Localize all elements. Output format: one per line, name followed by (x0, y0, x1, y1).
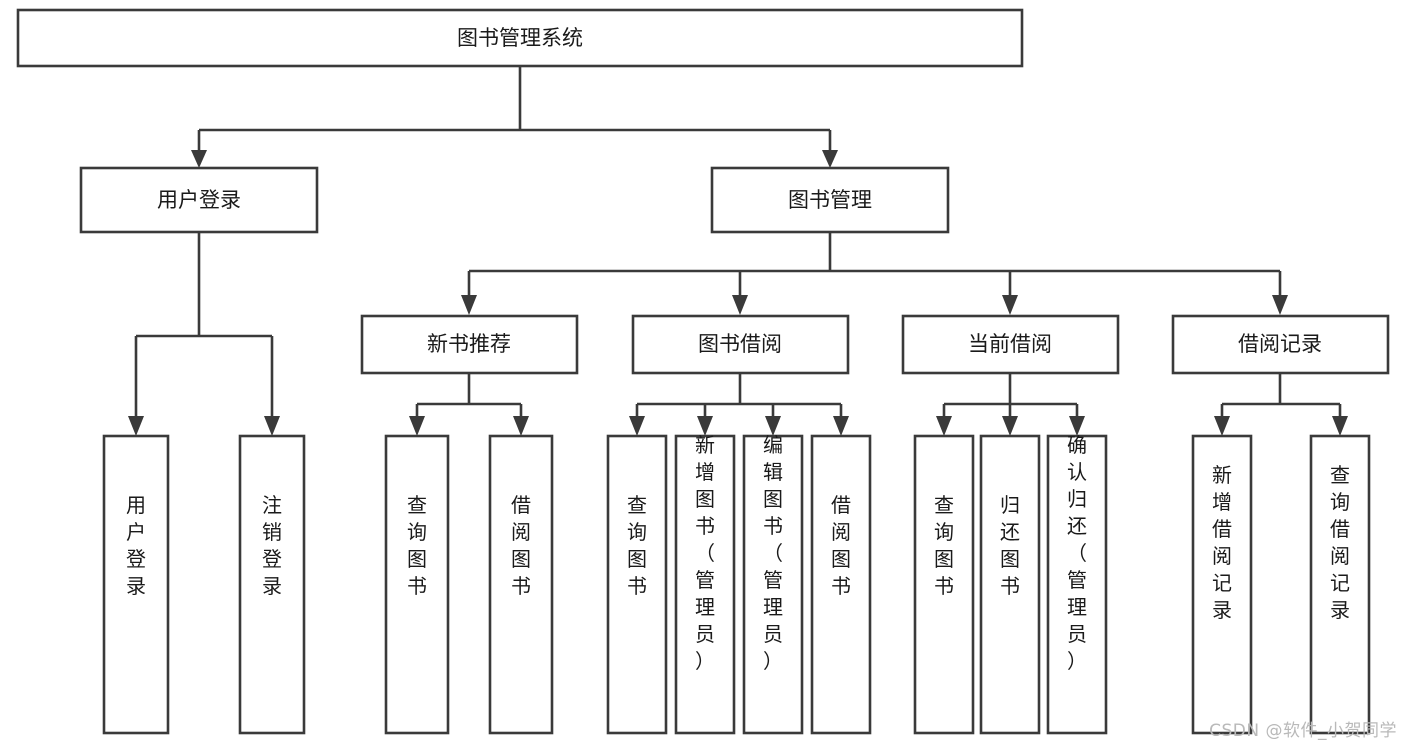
arrow-book-borrow-to-leaf4 (833, 416, 849, 436)
node-current-borrow[interactable]: 当前借阅 (901, 314, 1120, 375)
user-login-label: 用户登录 (157, 188, 241, 212)
leaf-edit-book-box[interactable] (742, 434, 804, 735)
book-borrow-label: 图书借阅 (698, 332, 782, 356)
arrow-root-to-user-login (191, 150, 207, 168)
leaf-user-logout-box[interactable] (238, 434, 306, 735)
leaf-query-book-3-box[interactable] (913, 434, 975, 735)
arrow-book-manage-to-c3 (1002, 295, 1018, 315)
leaf-borrow-book-2-box[interactable] (810, 434, 872, 735)
leaf-confirm-return-label: 确认归还（管理员） (1067, 433, 1087, 673)
node-leaf-return-book[interactable]: 归还图书 (979, 434, 1041, 735)
node-user-login[interactable]: 用户登录 (79, 166, 319, 234)
arrow-user-login-to-leaf2 (264, 416, 280, 436)
leaf-add-book-box[interactable] (674, 434, 736, 735)
leaf-user-login-box[interactable] (102, 434, 170, 735)
leaf-return-book-box[interactable] (979, 434, 1041, 735)
user-login-box[interactable] (79, 166, 319, 234)
arrow-borrow-record-to-leaf2 (1332, 416, 1348, 436)
leaf-query-book-1-label: 查询图书 (407, 493, 427, 598)
node-leaf-query-book-1[interactable]: 查询图书 (384, 434, 450, 735)
book-manage-box[interactable] (710, 166, 950, 234)
arrow-book-manage-to-c4 (1272, 295, 1288, 315)
leaf-borrow-book-2-label: 借阅图书 (831, 493, 851, 598)
arrow-new-book-to-leaf2 (513, 416, 529, 436)
arrow-book-borrow-to-leaf3 (765, 416, 781, 436)
leaf-user-logout-label: 注销登录 (262, 493, 282, 598)
node-leaf-borrow-book-1[interactable]: 借阅图书 (488, 434, 554, 735)
leaf-add-record-box[interactable] (1191, 434, 1253, 735)
leaf-add-book-label: 新增图书（管理员） (695, 433, 715, 673)
root-box[interactable] (16, 8, 1024, 68)
leaf-query-book-1-box[interactable] (384, 434, 450, 735)
root-label: 图书管理系统 (457, 26, 583, 50)
leaf-borrow-book-1-box[interactable] (488, 434, 554, 735)
leaf-user-login-label: 用户登录 (126, 493, 146, 598)
leaf-confirm-return-box[interactable] (1046, 434, 1108, 735)
node-leaf-add-record[interactable]: 新增借阅记录 (1191, 434, 1253, 735)
arrow-book-manage-to-c1 (461, 295, 477, 315)
leaf-borrow-book-1-label: 借阅图书 (511, 493, 531, 598)
arrow-book-borrow-to-leaf1 (629, 416, 645, 436)
node-leaf-borrow-book-2[interactable]: 借阅图书 (810, 434, 872, 735)
leaf-query-book-2-box[interactable] (606, 434, 668, 735)
arrow-borrow-record-to-leaf1 (1214, 416, 1230, 436)
current-borrow-label: 当前借阅 (968, 332, 1052, 356)
arrow-new-book-to-leaf1 (409, 416, 425, 436)
leaf-query-book-2-label: 查询图书 (627, 493, 647, 598)
arrow-user-login-to-leaf1 (128, 416, 144, 436)
node-leaf-user-logout[interactable]: 注销登录 (238, 434, 306, 735)
leaf-add-record-label: 新增借阅记录 (1212, 463, 1232, 622)
node-borrow-record[interactable]: 借阅记录 (1171, 314, 1390, 375)
arrow-book-borrow-to-leaf2 (697, 416, 713, 436)
arrow-current-borrow-to-leaf1 (936, 416, 952, 436)
leaf-query-record-box[interactable] (1309, 434, 1371, 735)
node-leaf-edit-book[interactable]: 编辑图书（管理员） (742, 433, 804, 735)
connector-layer (128, 66, 1348, 436)
leaf-return-book-label: 归还图书 (1000, 493, 1020, 598)
node-leaf-query-book-3[interactable]: 查询图书 (913, 434, 975, 735)
book-manage-label: 图书管理 (788, 188, 872, 212)
arrow-current-borrow-to-leaf3 (1069, 416, 1085, 436)
new-book-recommend-label: 新书推荐 (427, 332, 511, 356)
new-book-recommend-box[interactable] (360, 314, 579, 375)
current-borrow-box[interactable] (901, 314, 1120, 375)
node-root[interactable]: 图书管理系统 (16, 8, 1024, 68)
node-book-borrow[interactable]: 图书借阅 (631, 314, 850, 375)
leaf-edit-book-label: 编辑图书（管理员） (763, 433, 783, 673)
borrow-record-label: 借阅记录 (1238, 332, 1322, 356)
book-borrow-box[interactable] (631, 314, 850, 375)
node-book-manage[interactable]: 图书管理 (710, 166, 950, 234)
node-leaf-query-record[interactable]: 查询借阅记录 (1309, 434, 1371, 735)
leaf-query-book-3-label: 查询图书 (934, 493, 954, 598)
csdn-watermark: CSDN @软件_小贺同学 (1209, 721, 1397, 741)
arrow-current-borrow-to-leaf2 (1002, 416, 1018, 436)
node-leaf-confirm-return[interactable]: 确认归还（管理员） (1046, 433, 1108, 735)
node-leaf-query-book-2[interactable]: 查询图书 (606, 434, 668, 735)
arrow-book-manage-to-c2 (732, 295, 748, 315)
borrow-record-box[interactable] (1171, 314, 1390, 375)
node-leaf-add-book[interactable]: 新增图书（管理员） (674, 433, 736, 735)
node-leaf-user-login[interactable]: 用户登录 (102, 434, 170, 735)
arrow-root-to-book-manage (822, 150, 838, 168)
leaf-query-record-label: 查询借阅记录 (1330, 463, 1350, 622)
node-new-book-recommend[interactable]: 新书推荐 (360, 314, 579, 375)
